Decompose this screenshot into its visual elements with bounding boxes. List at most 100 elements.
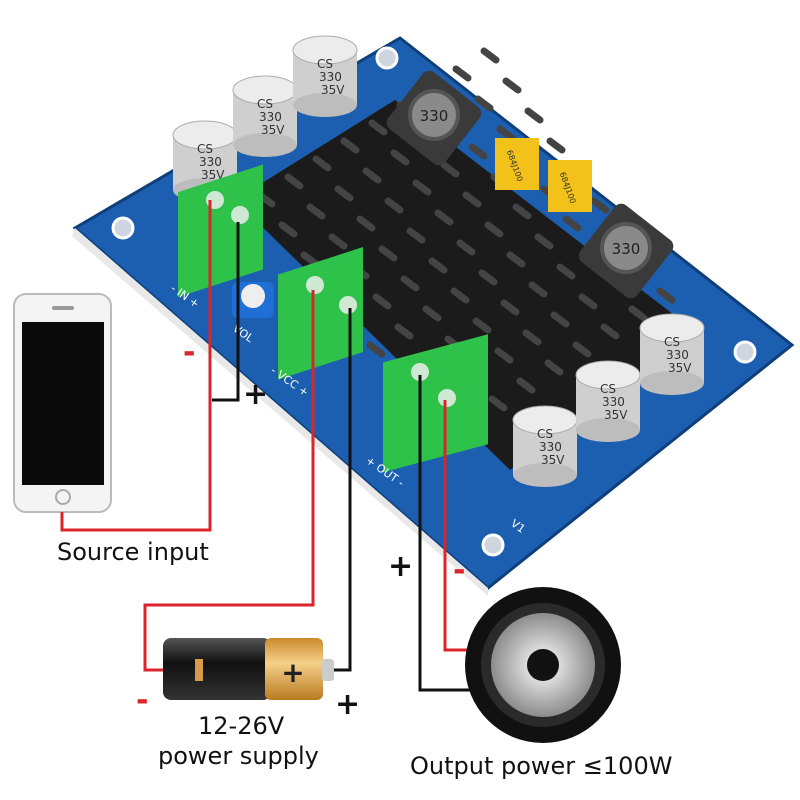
heatsink-fin [472,317,492,334]
input-negative-wire [60,200,212,532]
heatsink-fin [378,245,398,262]
heatsink-fin [572,341,592,358]
power-supply-label: power supply [158,742,319,770]
heatsink-fin [400,275,420,292]
supply-plus-sign: + [335,687,361,722]
input-positive-wire [212,222,240,402]
input-plus-sign: + [243,377,269,412]
heatsink-fin [390,149,410,166]
source-input-label: Source input [57,538,209,566]
heatsink-fin [502,77,522,94]
heatsink-fin [484,221,504,238]
heatsink-fin [372,293,392,310]
heatsink-fin [506,251,526,268]
speaker-icon [465,587,621,743]
heatsink-fin [284,173,304,190]
svg-text:330: 330 [420,107,449,125]
volume-potentiometer[interactable] [232,282,274,318]
heatsink-fin [528,281,548,298]
heatsink-fin [362,167,382,184]
heatsink-fin [328,233,348,250]
heatsink-fin [340,137,360,154]
mount-hole [481,533,505,557]
heatsink-fin [496,125,516,142]
heatsink-fin [480,47,500,64]
heatsink-fin [488,395,508,412]
wires [60,200,478,692]
capacitor-marking: 35V [261,123,285,137]
heatsink-fin [356,215,376,232]
heatsink-fin [478,269,498,286]
capacitor-marking: 35V [541,453,565,467]
heatsink-fin [562,215,582,232]
heatsink-fin [450,287,470,304]
heatsink-fin [366,341,386,358]
heatsink-fin [434,209,454,226]
heatsink-fin [656,287,676,304]
output-positive-wire [418,375,478,692]
terminal-vcc[interactable] [278,247,363,380]
output-power-label: Output power ≤100W [410,752,673,780]
inductor: 330 [578,203,674,299]
heatsink-fin [452,65,472,82]
capacitor-marking: 330 [539,440,562,454]
power-voltage-label: 12-26V [198,712,285,740]
supply-minus-sign: - [136,683,149,718]
capacitor-marking: 35V [201,168,225,182]
heatsink-fin [462,191,482,208]
terminal-input[interactable] [178,164,263,298]
capacitor-marking: 330 [666,348,689,362]
mount-hole [733,340,757,364]
smartphone-source [13,293,112,513]
capacitor-marking: CS [600,382,616,396]
capacitor-marking: 330 [199,155,222,169]
heatsink-fin [406,227,426,244]
capacitor-marking: 35V [668,361,692,375]
film-capacitor: 684J100 684J100 [495,138,592,212]
svg-text:+: + [281,656,304,689]
heatsink-fin [334,185,354,202]
heatsink-fin [428,257,448,274]
heatsink-fin [550,311,570,328]
capacitor-marking: CS [664,335,680,349]
supply-positive-wire [333,308,352,672]
capacitor-marking: CS [537,427,553,441]
heatsink-fin [300,251,320,268]
capacitor-marking: CS [317,57,333,71]
heatsink-fin [590,197,610,214]
heatsink-fin [422,305,442,322]
mount-hole [111,216,135,240]
battery-icon: + [163,638,334,700]
heatsink-fin [412,179,432,196]
capacitor-marking: CS [257,97,273,111]
capacitor-marking: 35V [321,83,345,97]
heatsink-fin [394,323,414,340]
heatsink-fin [546,137,566,154]
capacitor-marking: 35V [604,408,628,422]
heatsink-fin [278,221,298,238]
supply-negative-wire [143,290,315,672]
heatsink-fin [578,293,598,310]
output-plus-sign: + [388,549,414,584]
terminal-output[interactable] [383,334,488,473]
heatsink-fin [384,197,404,214]
heatsink-fin [440,161,460,178]
heatsink-fin [516,377,536,394]
inductor: 330 [386,70,482,166]
heatsink-fin [522,329,542,346]
heatsink-fin [456,239,476,256]
mount-hole [375,46,399,70]
heatsink-fin [474,95,494,112]
heatsink-fin [468,143,488,160]
svg-text:330: 330 [612,240,641,258]
capacitor-marking: 330 [259,110,282,124]
input-minus-sign: - [183,335,196,370]
heatsink-fin [306,203,326,220]
heatsink-fin [512,203,532,220]
